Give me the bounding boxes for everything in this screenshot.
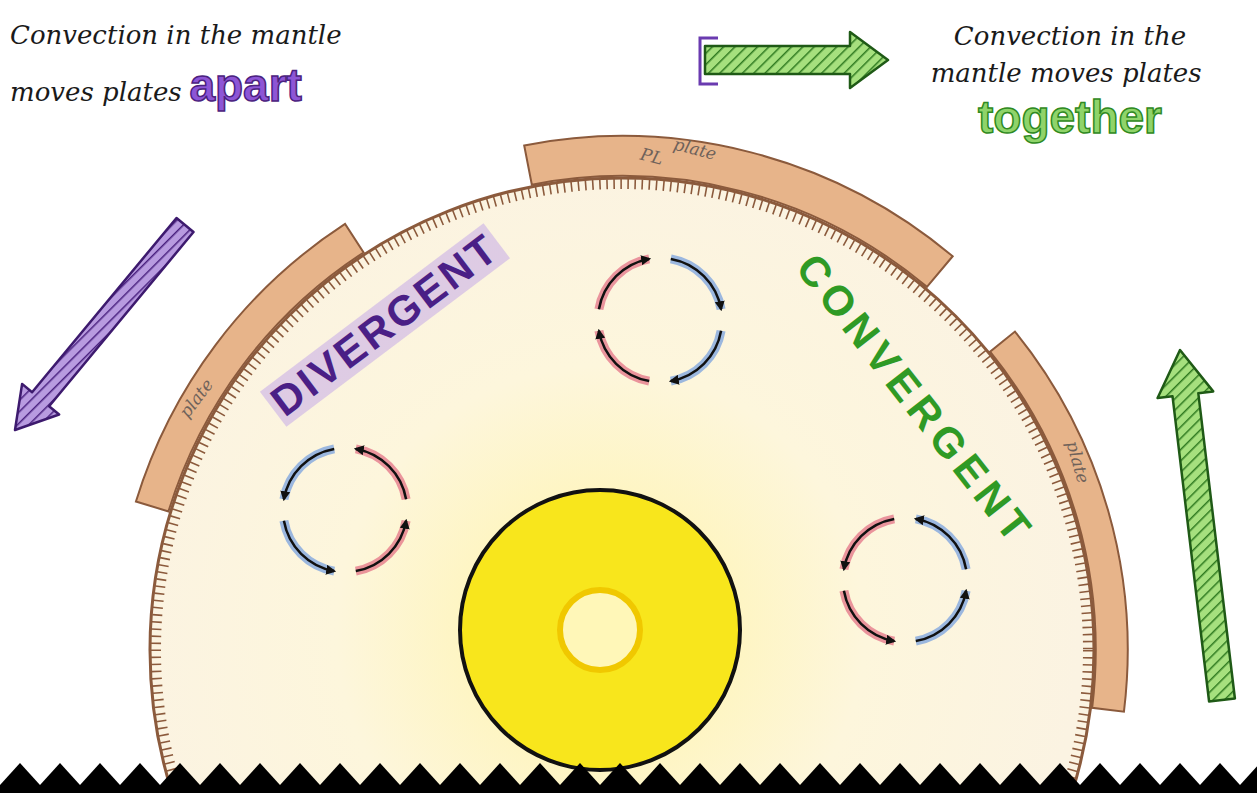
flow-arrow [356, 521, 406, 571]
cool-current [284, 449, 334, 499]
boundary-label: DIVERGENT [260, 223, 510, 427]
warm-current [356, 521, 406, 571]
flow-arrow [356, 449, 406, 499]
together-arrow [705, 32, 888, 88]
flow-arrow [599, 259, 649, 309]
heading-group: Convection in the mantle moves platestog… [925, 18, 1215, 143]
heading-group: Convection in the mantle moves platesapa… [10, 10, 410, 117]
warm-current [599, 259, 649, 309]
cool-current [916, 591, 966, 641]
convection-cell [284, 449, 406, 571]
plate-band: platePL [510, 92, 970, 296]
zigzag-border [0, 763, 1257, 793]
keyword-together: together [925, 92, 1215, 143]
bracket [700, 38, 718, 84]
heading-text: Convection in the mantle moves plates [931, 21, 1202, 88]
plate-outline [515, 97, 965, 291]
convection-cell [599, 259, 721, 381]
cool-current [916, 519, 966, 569]
flow-arrow [284, 449, 334, 499]
warm-current [599, 331, 649, 381]
flow-arrow [284, 521, 334, 571]
warm-current [356, 449, 406, 499]
flow-arrow [844, 519, 894, 569]
cool-current [671, 331, 721, 381]
flow-arrow [916, 519, 966, 569]
convection-cell [844, 519, 966, 641]
cool-current [284, 521, 334, 571]
inner-core [560, 590, 640, 670]
flow-arrow [671, 331, 721, 381]
boundary-label: CONVERGENT [785, 243, 1044, 557]
together-arrow [1158, 350, 1235, 702]
flow-arrow [916, 591, 966, 641]
core [460, 490, 740, 770]
warm-current [844, 591, 894, 641]
flow-arrow [599, 331, 649, 381]
plate-shape [510, 92, 970, 296]
apart-arrow [15, 218, 194, 430]
warm-current [844, 519, 894, 569]
flow-arrow [671, 259, 721, 309]
cool-current [671, 259, 721, 309]
keyword-apart: apart [189, 59, 301, 111]
flow-arrow [844, 591, 894, 641]
